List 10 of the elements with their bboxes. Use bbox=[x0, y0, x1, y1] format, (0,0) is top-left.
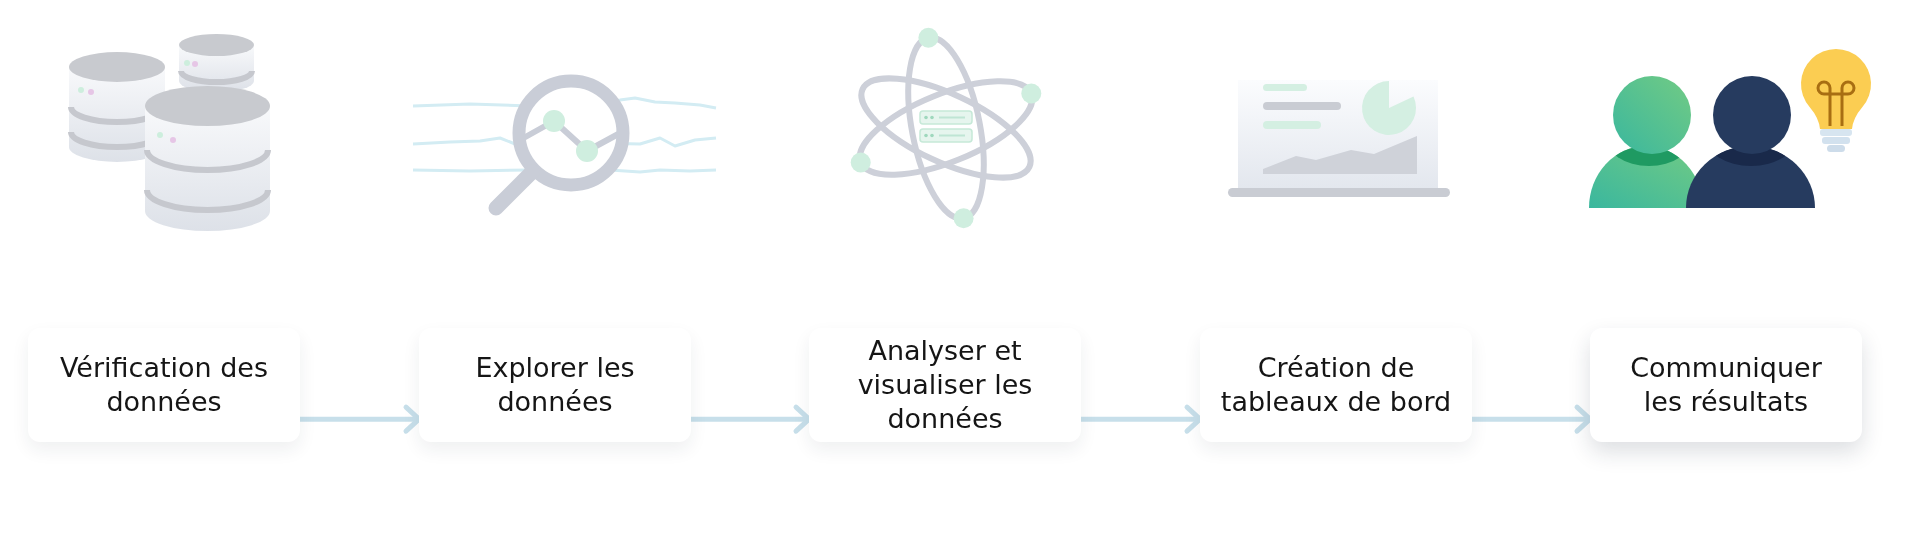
step-label: Création de tableaux de bord bbox=[1219, 351, 1453, 419]
step-label: Communiquer les résultats bbox=[1629, 351, 1823, 419]
step-card bbox=[28, 328, 300, 442]
step-label: Vérification des données bbox=[58, 351, 270, 419]
step-label: Analyser et visualiser les données bbox=[856, 334, 1034, 436]
step-card bbox=[1200, 328, 1472, 442]
step-label: Explorer les données bbox=[474, 351, 636, 419]
step-card bbox=[809, 328, 1081, 442]
step-card bbox=[419, 328, 691, 442]
step-card bbox=[1590, 328, 1862, 442]
